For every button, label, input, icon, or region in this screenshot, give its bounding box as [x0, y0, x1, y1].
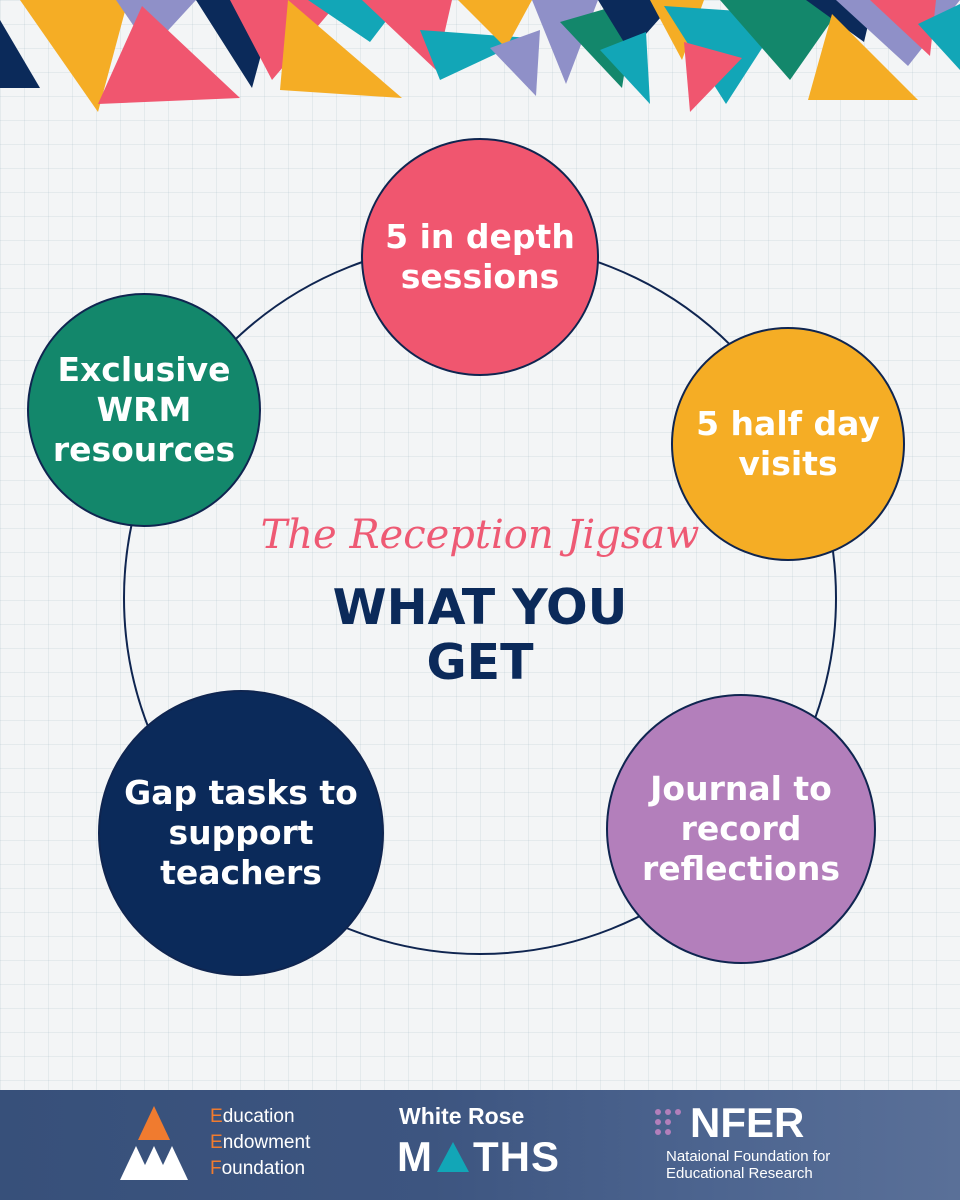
bubble-sessions: 5 in depth sessions — [361, 138, 599, 376]
eef-line-1: Education — [210, 1104, 310, 1130]
eef-wordmark: Education Endowment Foundation — [210, 1104, 310, 1182]
bubble-journal: Journal to record reflections — [606, 694, 876, 964]
footer-logo-bar: Education Endowment Foundation White Ros… — [0, 1090, 960, 1200]
eef-triangles-icon — [120, 1106, 188, 1180]
wrm-triangle-icon — [437, 1142, 469, 1172]
bubble-visits: 5 half day visits — [671, 327, 905, 561]
eef-logo: Education Endowment Foundation — [112, 1090, 362, 1200]
white-rose-maths-logo: White Rose M THS — [397, 1090, 597, 1200]
eef-rest-1: ducation — [222, 1106, 295, 1127]
wrm-letters-ths: THS — [473, 1133, 560, 1180]
eef-cap-3: F — [210, 1158, 222, 1179]
eef-rest-3: oundation — [221, 1158, 306, 1179]
nfer-logo: NFER Nataional Foundation for Educationa… — [650, 1090, 890, 1200]
bubble-sessions-label: 5 in depth sessions — [385, 217, 575, 296]
page-subtitle: The Reception Jigsaw — [260, 512, 700, 558]
bubble-gap-tasks-label: Gap tasks to support teachers — [124, 773, 358, 892]
bubble-gap-tasks: Gap tasks to support teachers — [98, 690, 384, 976]
wrm-top-text: White Rose — [399, 1103, 525, 1129]
eef-cap-2: E — [210, 1132, 223, 1153]
bunting-decoration — [0, 0, 960, 112]
bubble-resources: Exclusive WRM resources — [27, 293, 261, 527]
bunting-triangles — [0, 0, 960, 112]
wrm-letter-m: M — [397, 1133, 433, 1180]
bubble-resources-label: Exclusive WRM resources — [52, 350, 236, 469]
eef-rest-2: ndowment — [222, 1132, 311, 1153]
nfer-subtitle: Nataional Foundation for Educational Res… — [666, 1148, 831, 1182]
bubble-visits-label: 5 half day visits — [696, 404, 880, 483]
nfer-wordmark: NFER — [690, 1099, 805, 1146]
bubble-journal-label: Journal to record reflections — [642, 769, 840, 888]
page-title-line-2: GET — [426, 634, 534, 691]
wrm-bottom-text: M THS — [397, 1132, 560, 1182]
page-title: WHAT YOU GET — [230, 580, 730, 690]
nfer-dots-icon — [655, 1109, 681, 1135]
eef-cap-1: E — [210, 1106, 223, 1127]
eef-line-3: Foundation — [210, 1156, 310, 1182]
eef-line-2: Endowment — [210, 1130, 310, 1156]
page-title-line-1: WHAT YOU — [332, 579, 628, 636]
